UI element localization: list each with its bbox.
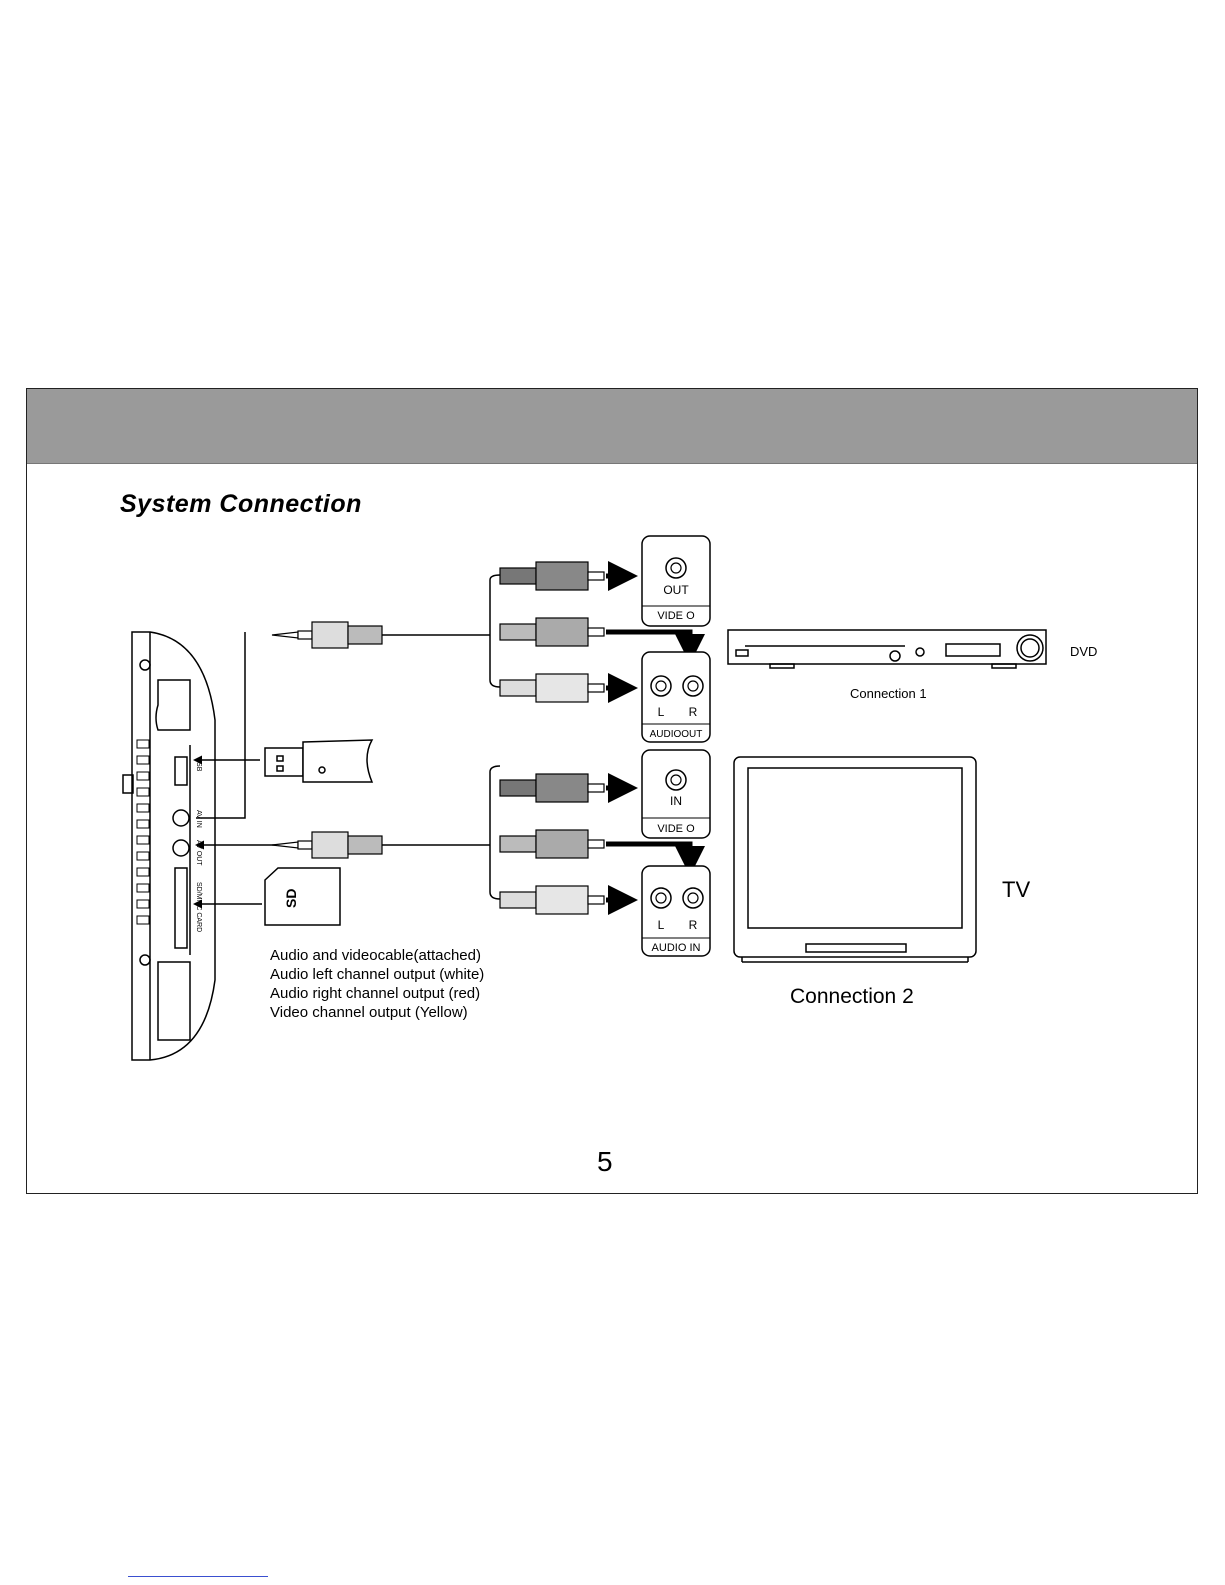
sd-card: SD	[265, 868, 340, 925]
tv-video-panel-label: VIDE O	[657, 823, 695, 835]
dvd-audio-left-label: L	[658, 705, 665, 719]
cable-legend: Audio and videocable(attached) Audio lef…	[270, 947, 484, 1021]
port-label-sd-card: SD/MMC CARD	[195, 882, 202, 932]
tv-audio-left-label: L	[658, 918, 665, 932]
dvd-player	[728, 630, 1046, 668]
dvd-audio-panel-label: AUDIOOUT	[650, 729, 703, 740]
rca-set-lower	[490, 766, 604, 914]
port-label-usb: USB	[195, 757, 202, 772]
legend-item: Audio and videocable(attached)	[270, 947, 481, 964]
av-plug-top	[272, 622, 490, 648]
tv-audio-right-label: R	[689, 918, 698, 932]
dvd-audio-right-label: R	[689, 705, 698, 719]
port-label-av-in: AV IN	[195, 810, 202, 828]
tv-label: TV	[1002, 877, 1030, 902]
tv-set	[734, 757, 976, 962]
dvd-video-out-label: OUT	[663, 583, 689, 597]
sd-card-label: SD	[283, 889, 299, 908]
rca-set-upper	[490, 562, 604, 702]
tv-video-jack-panel: IN VIDE O	[642, 750, 710, 838]
av-plug-middle	[272, 832, 490, 858]
tv-audio-panel-label: AUDIO IN	[652, 942, 701, 954]
dvd-label: DVD	[1070, 644, 1097, 659]
tv-audio-jack-panel: L R AUDIO IN	[642, 866, 710, 956]
page-number: 5	[597, 1146, 613, 1178]
tv-video-in-label: IN	[670, 794, 682, 808]
footer-link-underline	[128, 1576, 268, 1577]
player-vents	[137, 740, 149, 924]
legend-item: Audio right channel output (red)	[270, 985, 480, 1002]
usb-stick	[265, 740, 372, 782]
dvd-video-jack-panel: OUT VIDE O	[642, 536, 710, 626]
dvd-audio-jack-panel: L R AUDIOOUT	[642, 652, 710, 742]
connection-2-label: Connection 2	[790, 985, 914, 1008]
legend-item: Audio left channel output (white)	[270, 966, 484, 983]
port-label-av-out: AV OUT	[195, 840, 202, 866]
connection-1-label: Connection 1	[850, 686, 927, 701]
legend-item: Video channel output (Yellow)	[270, 1004, 468, 1021]
dvd-video-panel-label: VIDE O	[657, 610, 695, 622]
